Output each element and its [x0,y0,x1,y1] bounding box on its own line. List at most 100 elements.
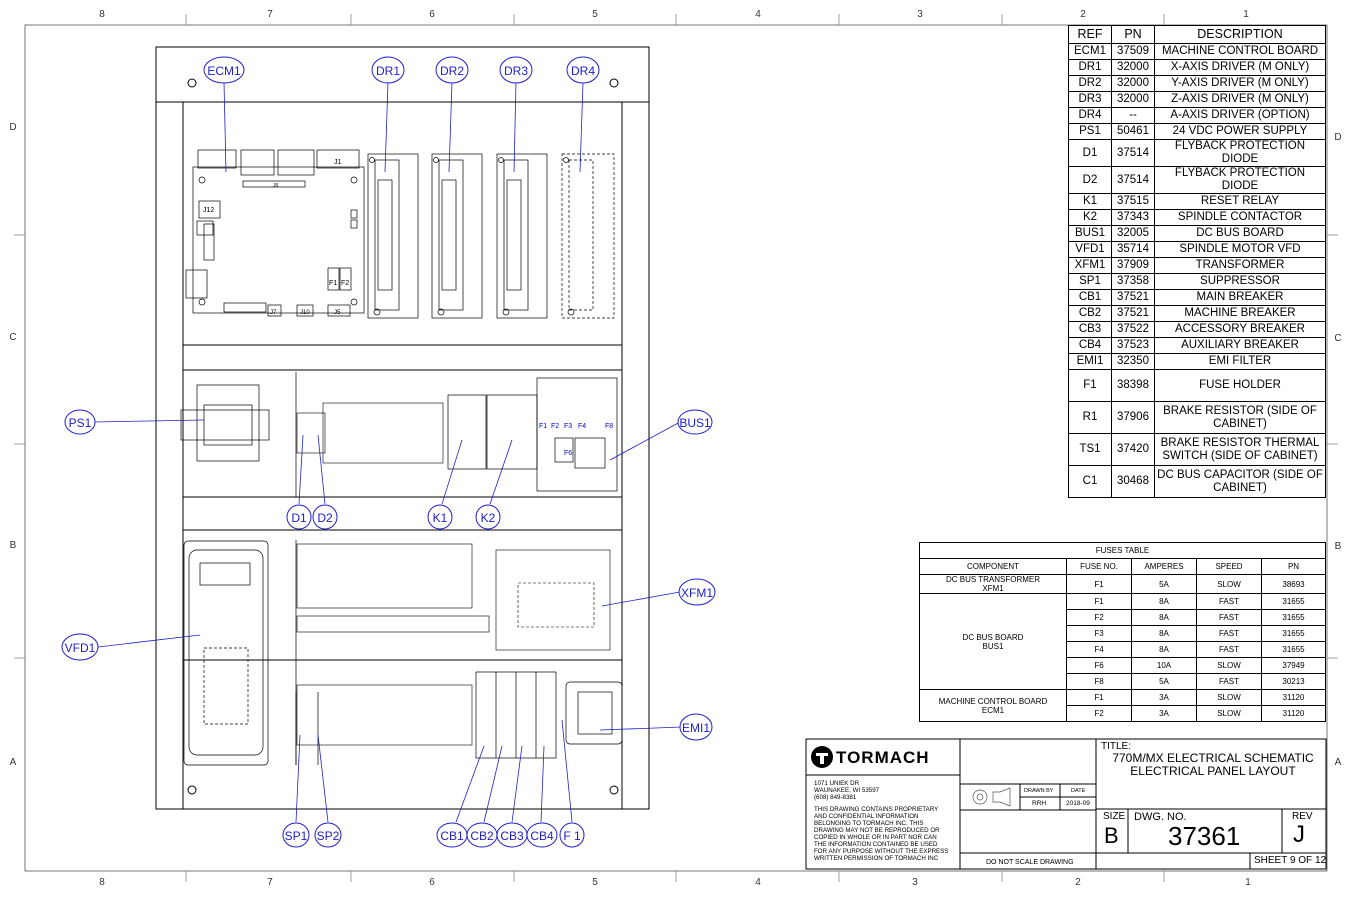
bom-cell-ref: D2 [1068,166,1112,194]
label-j5: J5 [334,310,341,316]
bom-cell-ref: K1 [1068,193,1112,210]
zone-col-2-bottom: 2 [1075,877,1081,888]
rev-label: REV [1292,811,1313,822]
bom-cell-pn: -- [1111,107,1155,124]
bom-cell-pn: 37906 [1111,401,1155,434]
label-j7: J7 [270,310,277,316]
bom-cell-pn: 32000 [1111,59,1155,76]
bom-cell-desc: ACCESSORY BREAKER [1154,321,1326,338]
bom-cell-pn: 37521 [1111,289,1155,306]
fuse-component-line-2: XFM1 [982,584,1004,593]
balloon-vfd1-shape [61,633,99,661]
bom-cell-pn: 50461 [1111,123,1155,140]
balloon-f1-shape [559,822,585,848]
fuse-component-line-2: ECM1 [981,705,1005,715]
proprietary-notice: THIS DRAWING CONTAINS PROPRIETARY AND CO… [814,806,948,862]
zone-row-A-right: A [1335,757,1342,768]
fuses-header-amps: AMPERES [1131,558,1197,575]
bom-cell-pn: 37343 [1111,209,1155,226]
bom-desc-line-1: DC BUS CAPACITOR (SIDE OF [1157,468,1323,481]
address-line-3: (608) 849-8381 [814,794,857,801]
title-line-2: ELECTRICAL PANEL LAYOUT [1130,764,1296,778]
sheet-number: SHEET 9 OF 12 [1254,855,1327,866]
fuse-speed: FAST [1196,641,1262,658]
label-bus-f2: F2 [551,423,559,430]
fuses-title: FUSES TABLE [919,542,1326,559]
fuse-amps: 8A [1131,609,1197,626]
bom-cell-pn: 32000 [1111,75,1155,92]
bom-cell-pn: 37509 [1111,43,1155,60]
terminal-blocks-upper [296,402,444,464]
fuse-pn: 31655 [1261,641,1326,658]
bom-cell-ref: K2 [1068,209,1112,226]
fuse-component-line-1: DC BUS TRANSFORMER [945,575,1041,584]
balloon-cb3: CB3 [500,829,524,843]
prop-line-2: AND CONFIDENTIAL INFORMATION [814,813,919,820]
fuse-pn: 31655 [1261,609,1326,626]
fuse-amps: 8A [1131,625,1197,642]
date-label: DATE [1071,788,1086,794]
bom-cell-ref: F1 [1068,369,1112,402]
bom-desc-line-2: SWITCH (SIDE OF CABINET) [1162,449,1318,462]
balloon-k1: K1 [433,511,448,525]
fuse-amps: 8A [1131,593,1197,610]
fuse-no: F4 [1066,641,1132,658]
projection-symbol-icon [972,787,1011,807]
bom-header-row: REF PN DESCRIPTION [1068,25,1326,44]
label-bus-f6: F6 [564,450,572,457]
fuse-speed: SLOW [1196,657,1262,674]
bom-cell-desc: MAIN BREAKER [1154,289,1326,306]
balloon-cb4-shape [526,822,558,848]
address-line-1: 1071 UNIEK DR [814,780,860,787]
fuse-speed: FAST [1196,593,1262,610]
zone-col-5-top: 5 [592,9,598,20]
bom-cell-desc: SPINDLE CONTACTOR [1154,209,1326,226]
fuse-pn: 31655 [1261,625,1326,642]
fuses-header-row: COMPONENT FUSE NO. AMPERES SPEED PN [919,558,1326,575]
zone-col-3-top: 3 [917,9,923,20]
fuse-amps: 10A [1131,657,1197,674]
bom-cell-desc: Z-AXIS DRIVER (M ONLY) [1154,91,1326,108]
bom-cell-pn: 32005 [1111,225,1155,242]
fuse-component-line-2: BUS1 [982,641,1004,651]
bom-cell-ref: XFM1 [1068,257,1112,274]
bom-desc-line-2: CABINET) [1213,417,1267,430]
balloon-dr1-shape [371,56,405,84]
bom-cell-ref: CB3 [1068,321,1112,338]
balloon-k2: K2 [481,511,496,525]
balloon-dr4: DR4 [571,64,595,78]
fuse-pn: 30213 [1261,673,1326,690]
bom-cell-desc: FLYBACK PROTECTION DIODE [1154,139,1326,167]
zone-row-C-right: C [1334,333,1341,344]
bom-cell-desc: RESET RELAY [1154,193,1326,210]
bom-cell-pn: 37514 [1111,139,1155,167]
zone-row-C-left: C [9,332,16,343]
balloon-sp1-shape [282,822,310,848]
bom-cell-ref: ECM1 [1068,43,1112,60]
label-bus-f4: F4 [578,423,586,430]
bom-cell-ref: PS1 [1068,123,1112,140]
bom-header-desc: DESCRIPTION [1154,25,1326,44]
bom-cell-ref: CB1 [1068,289,1112,306]
balloon-d2-shape [312,504,338,530]
balloon-dr4-shape [566,56,600,84]
spindle-vfd [183,540,297,766]
zone-col-1-top: 1 [1243,9,1249,20]
bom-cell-pn: 37521 [1111,305,1155,322]
power-supply [180,372,297,497]
title-block-frame [805,738,1327,870]
zone-row-D-left: D [9,122,16,133]
fuse-amps: 8A [1131,641,1197,658]
